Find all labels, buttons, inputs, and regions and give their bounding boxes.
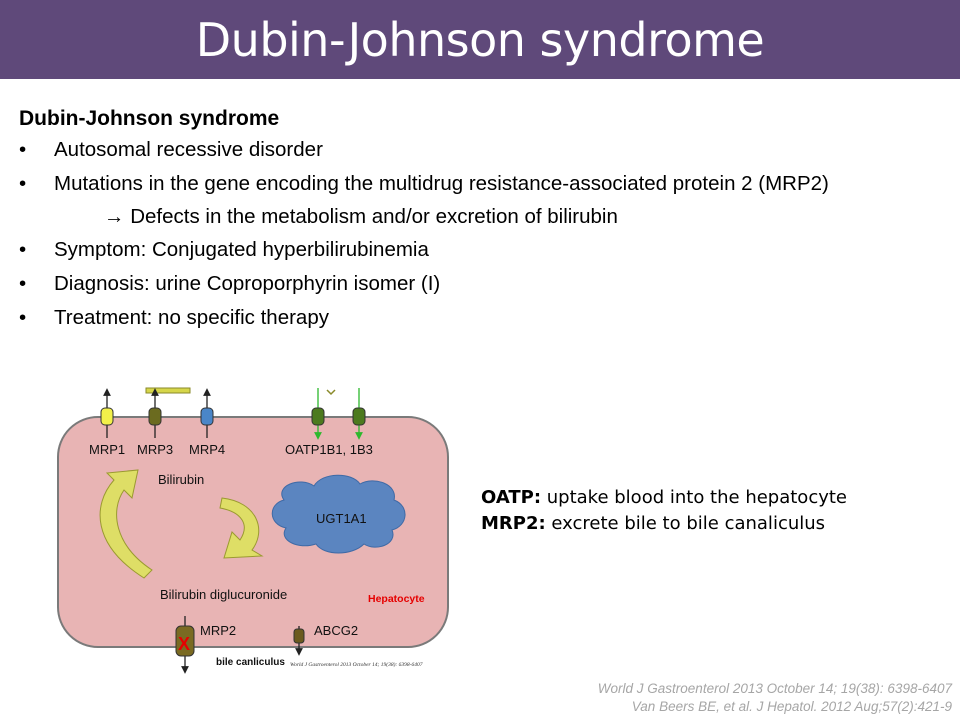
oatp-description: uptake blood into the hepatocyte [541, 487, 848, 508]
mrp2-transporter [175, 625, 195, 657]
bullet-text: Autosomal recessive disorder [54, 138, 323, 161]
mrp1-label: MRP1 [89, 442, 125, 457]
ugt1a1-label: UGT1A1 [316, 511, 367, 526]
mrp2-label: MRP2 [200, 623, 236, 638]
bullet-dot: • [19, 272, 27, 295]
mrp2-term: MRP2: [481, 513, 546, 534]
mrp4-transporter [200, 407, 214, 426]
bullet-text: Diagnosis: urine Coproporphyrin isomer (… [54, 272, 441, 295]
reference-2: Van Beers BE, et al. J Hepatol. 2012 Aug… [631, 699, 952, 714]
abcg2-transporter [293, 628, 305, 644]
abcg2-label: ABCG2 [314, 623, 358, 638]
oatp-label: OATP1B1, 1B3 [285, 442, 373, 457]
bullet-text: Symptom: Conjugated hyperbilirubinemia [54, 238, 429, 261]
curved-arrow-up [99, 469, 153, 579]
mrp4-label: MRP4 [189, 442, 225, 457]
bullet-item: • Treatment: no specific therapy [19, 301, 959, 335]
bullet-dot: • [19, 238, 27, 261]
bullet-text: Mutations in the gene encoding the multi… [54, 172, 829, 195]
oatp1b1-transporter [311, 407, 325, 426]
bullet-text: Treatment: no specific therapy [54, 306, 329, 329]
efflux-bar [145, 387, 191, 394]
bilirubin-transport-diagram: MRP1 MRP3 MRP4 OATP1B1, 1B3 UGT1A1 Bilir… [52, 380, 462, 680]
bilirubin-label: Bilirubin [158, 472, 204, 487]
bullet-item: • Mutations in the gene encoding the mul… [19, 167, 959, 201]
bullet-item: • Autosomal recessive disorder [19, 133, 959, 167]
sub-point-text: Defects in the metabolism and/or excreti… [124, 205, 618, 228]
slide-title: Dubin-Johnson syndrome [0, 0, 960, 79]
mrp3-transporter [148, 407, 162, 426]
oatp-source-mark [326, 389, 336, 396]
bullet-list: Dubin-Johnson syndrome • Autosomal reces… [19, 105, 959, 335]
diagram-citation: World J Gastroenterol 2013 October 14; 1… [290, 661, 423, 668]
oatp-term: OATP: [481, 487, 542, 508]
oatp1b3-transporter [352, 407, 366, 426]
arrow-right-icon: → [104, 205, 125, 228]
bullet-dot: • [19, 138, 27, 161]
mrp3-label: MRP3 [137, 442, 173, 457]
bullet-dot: • [19, 172, 27, 195]
references: World J Gastroenterol 2013 October 14; 1… [598, 680, 952, 716]
ugt1a1-enzyme-cloud [271, 474, 406, 554]
hepatocyte-label: Hepatocyte [368, 593, 425, 605]
bile-canaliculus-label: bile canliculus [216, 657, 285, 668]
bilirubin-diglucuronide-label: Bilirubin diglucuronide [160, 587, 287, 602]
mrp1-transporter [100, 407, 114, 426]
sub-point: → Defects in the metabolism and/or excre… [19, 201, 959, 233]
mrp2-note: MRP2: excrete bile to bile canaliculus [481, 511, 847, 537]
oatp-note: OATP: uptake blood into the hepatocyte [481, 485, 847, 511]
diagram-svg: MRP1 MRP3 MRP4 OATP1B1, 1B3 UGT1A1 Bilir… [57, 387, 449, 674]
bullet-item: • Diagnosis: urine Coproporphyrin isomer… [19, 267, 959, 301]
bullet-dot: • [19, 306, 27, 329]
mrp2-description: excrete bile to bile canaliculus [545, 513, 826, 534]
transporter-notes: OATP: uptake blood into the hepatocyte M… [481, 485, 847, 537]
mrp2-blocked-mark: X [178, 634, 190, 654]
reference-1: World J Gastroenterol 2013 October 14; 1… [597, 681, 952, 696]
bullet-item: • Symptom: Conjugated hyperbilirubinemia [19, 233, 959, 267]
section-heading: Dubin-Johnson syndrome [19, 107, 280, 130]
curved-arrow-down [219, 497, 264, 559]
